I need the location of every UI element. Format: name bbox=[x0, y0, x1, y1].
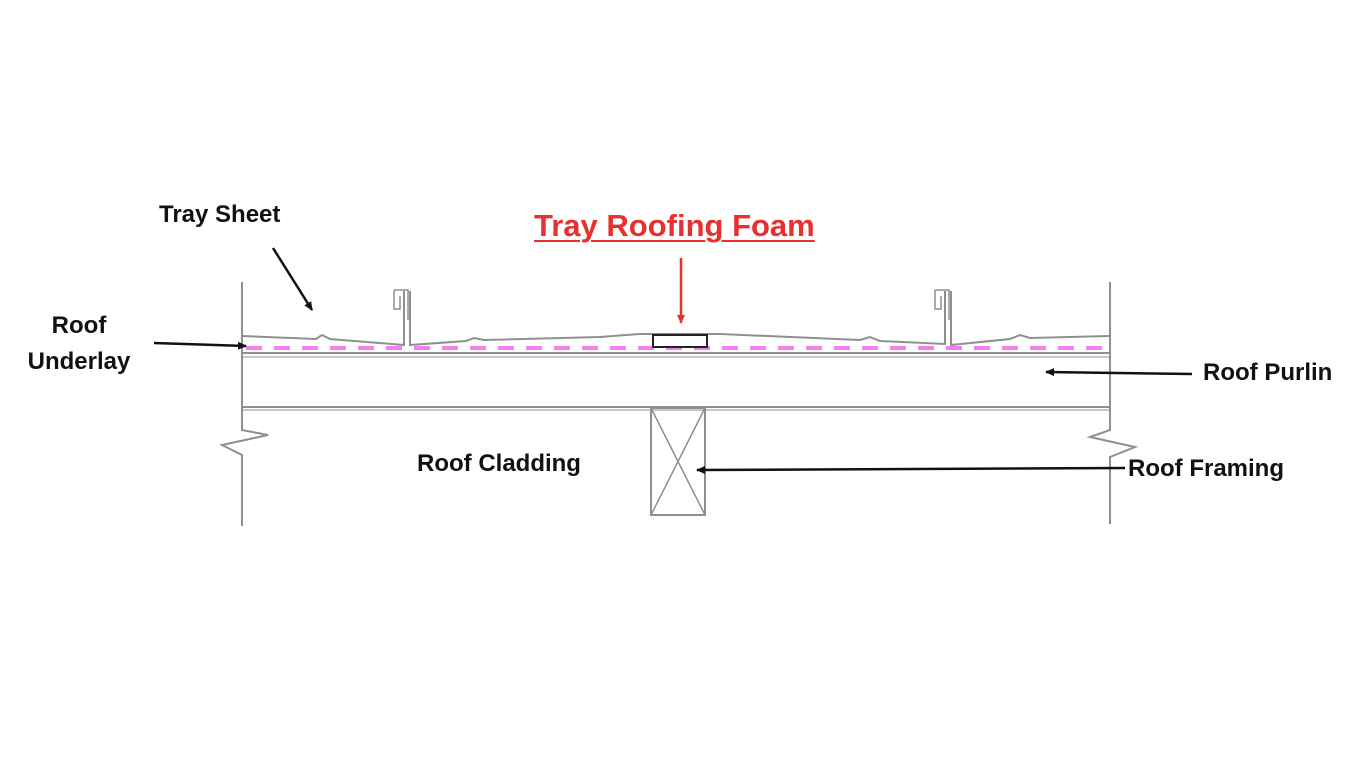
left-seam-detail bbox=[393, 289, 409, 320]
roof-framing-arrow bbox=[696, 465, 1126, 474]
roof-underlay-label-line2: Underlay bbox=[27, 348, 131, 375]
left-edge-break-line bbox=[219, 282, 269, 526]
tray-sheet-arrow bbox=[271, 247, 314, 311]
tray-sheet-label: Tray Sheet bbox=[159, 201, 281, 228]
tray-roofing-foam-block bbox=[652, 334, 708, 348]
tray-sheet-profile bbox=[241, 291, 1111, 347]
right-seam-detail bbox=[934, 289, 950, 320]
roof-cladding-label: Roof Cladding bbox=[417, 450, 581, 477]
roof-underlay-label: Roof Underlay bbox=[18, 308, 140, 380]
right-edge-break-line bbox=[1086, 282, 1139, 524]
roof-purlin-arrow bbox=[1045, 368, 1193, 377]
callout-arrows bbox=[153, 247, 1193, 474]
roof-framing-member bbox=[650, 407, 706, 516]
framing-cross bbox=[650, 407, 706, 516]
roof-underlay-arrow bbox=[153, 341, 247, 350]
roof-framing-label: Roof Framing bbox=[1128, 455, 1284, 482]
section-drawing bbox=[219, 282, 1139, 526]
tray-roofing-foam-label: Tray Roofing Foam bbox=[534, 208, 815, 243]
roof-underlay-label-line1: Roof bbox=[51, 312, 107, 339]
roof-purlin-label: Roof Purlin bbox=[1203, 359, 1333, 386]
